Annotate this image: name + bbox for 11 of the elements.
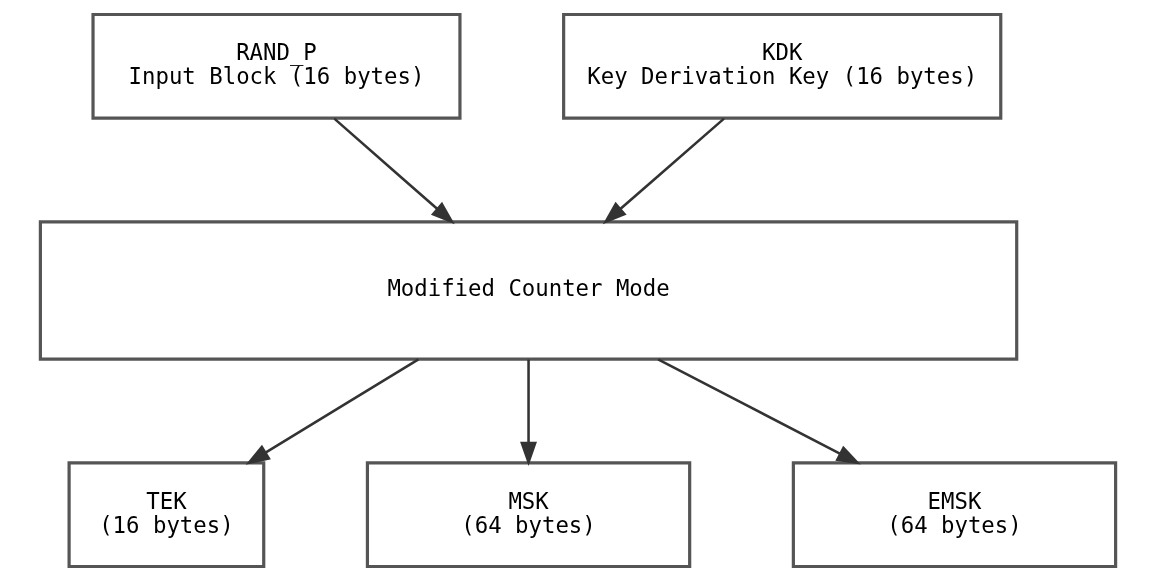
node-box: Modified Counter Mode xyxy=(38,220,1019,361)
node-box: RAND_P Input Block (16 bytes) xyxy=(91,12,462,120)
arrow xyxy=(520,359,538,466)
node-box: EMSK (64 bytes) xyxy=(791,461,1118,569)
arrow xyxy=(657,358,861,465)
node-box: KDK Key Derivation Key (16 bytes) xyxy=(562,12,1003,120)
node-box: MSK (64 bytes) xyxy=(365,461,692,569)
node-box: TEK (16 bytes) xyxy=(67,461,266,569)
arrow xyxy=(333,117,455,225)
arrow xyxy=(245,358,420,465)
arrow xyxy=(602,117,725,225)
